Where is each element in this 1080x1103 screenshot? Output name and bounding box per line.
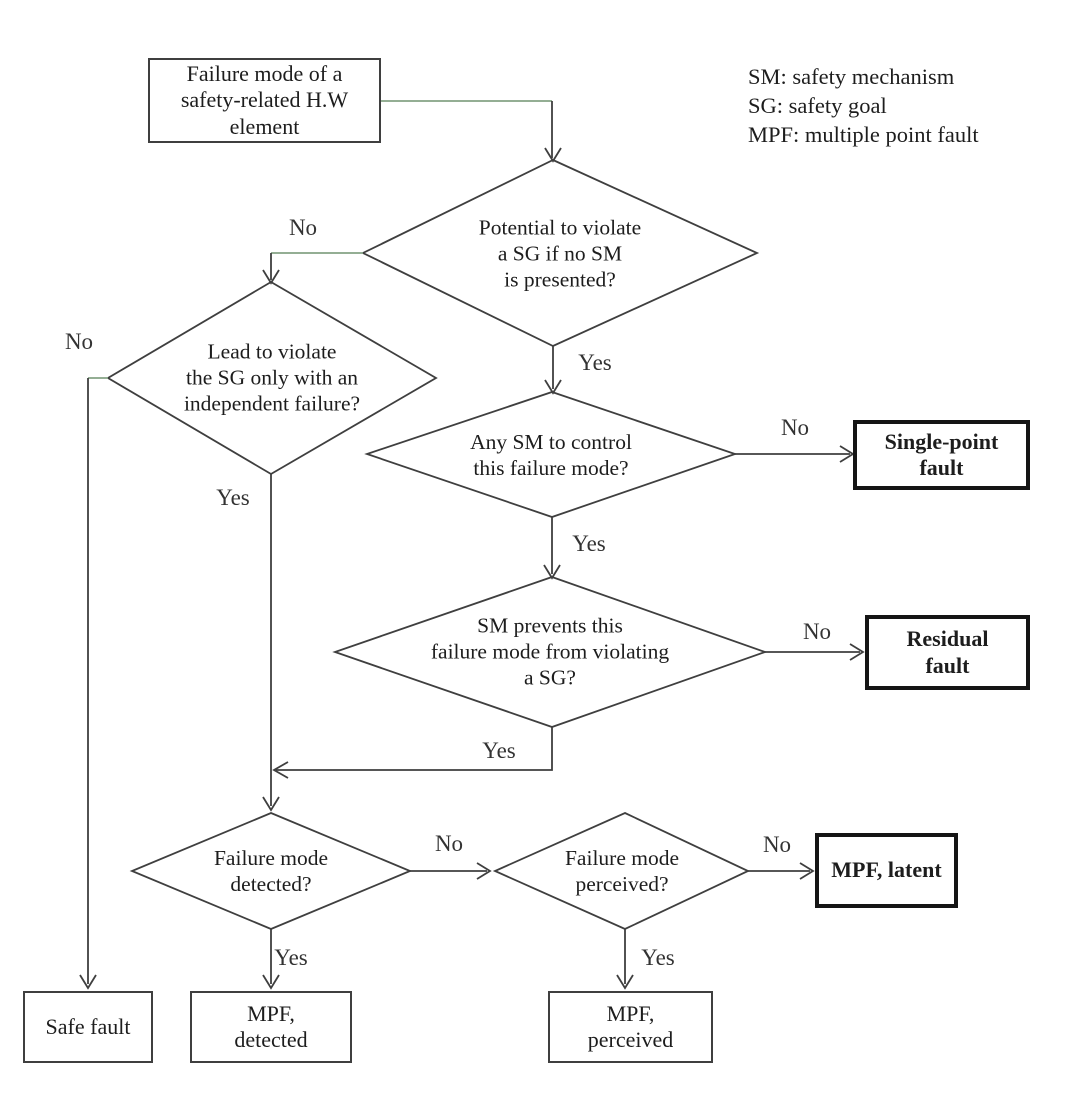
node-safe-fault: Safe fault bbox=[23, 991, 153, 1063]
node-start: Failure mode of a safety-related H.W ele… bbox=[148, 58, 381, 143]
label-prevents-no: No bbox=[802, 619, 832, 644]
edge-any-sm-yes-to-prevents bbox=[543, 517, 561, 580]
label-any-sm-no: No bbox=[780, 415, 810, 440]
legend-line-sg: SG: safety goal bbox=[748, 93, 887, 118]
node-mpf-latent: MPF, latent bbox=[815, 833, 958, 908]
decision-prevents-label: SM prevents this failure mode from viola… bbox=[430, 613, 670, 691]
label-perceived-no: No bbox=[762, 832, 792, 857]
edge-potential-no-to-lead bbox=[262, 252, 363, 285]
label-lead-yes: Yes bbox=[216, 485, 250, 510]
legend-line-sm: SM: safety mechanism bbox=[748, 64, 955, 89]
decision-lead-label: Lead to violate the SG only with an inde… bbox=[183, 339, 361, 417]
edge-any-sm-no-to-single-point bbox=[735, 445, 855, 463]
edge-lead-yes-to-detected bbox=[262, 474, 280, 812]
decision-detected-label: Failure mode detected? bbox=[213, 845, 329, 896]
label-any-sm-yes: Yes bbox=[572, 531, 606, 556]
decision-potential-label: Potential to violate a SG if no SM is pr… bbox=[478, 215, 642, 293]
decision-perceived-label: Failure mode perceived? bbox=[564, 845, 680, 896]
label-detected-yes: Yes bbox=[274, 945, 308, 970]
edge-prevents-no-to-residual bbox=[765, 643, 865, 661]
edge-prevents-yes-to-join bbox=[272, 727, 553, 779]
edge-detected-no-to-perceived bbox=[410, 862, 492, 880]
legend: SM: safety mechanism SG: safety goal MPF… bbox=[748, 62, 979, 149]
label-perceived-yes: Yes bbox=[641, 945, 675, 970]
label-detected-no: No bbox=[434, 831, 464, 856]
node-mpf-perceived: MPF, perceived bbox=[548, 991, 713, 1063]
node-mpf-detected: MPF, detected bbox=[190, 991, 352, 1063]
label-lead-no: No bbox=[64, 329, 94, 354]
node-residual-fault: Residual fault bbox=[865, 615, 1030, 690]
label-prevents-yes: Yes bbox=[482, 738, 516, 763]
legend-line-mpf: MPF: multiple point fault bbox=[748, 122, 979, 147]
edge-lead-no-to-safe-fault bbox=[79, 377, 108, 990]
edge-perceived-no-to-mpf-latent bbox=[748, 862, 815, 880]
edge-potential-yes-to-any-sm bbox=[544, 346, 562, 395]
label-potential-no: No bbox=[288, 215, 318, 240]
edge-perceived-yes-to-mpf-perceived bbox=[616, 929, 634, 990]
edge-start-to-potential bbox=[381, 100, 562, 163]
node-single-point-fault: Single-point fault bbox=[853, 420, 1030, 490]
label-potential-yes: Yes bbox=[578, 350, 612, 375]
edge-detected-yes-to-mpf-detected bbox=[262, 929, 280, 990]
decision-any-sm-label: Any SM to control this failure mode? bbox=[470, 429, 632, 480]
